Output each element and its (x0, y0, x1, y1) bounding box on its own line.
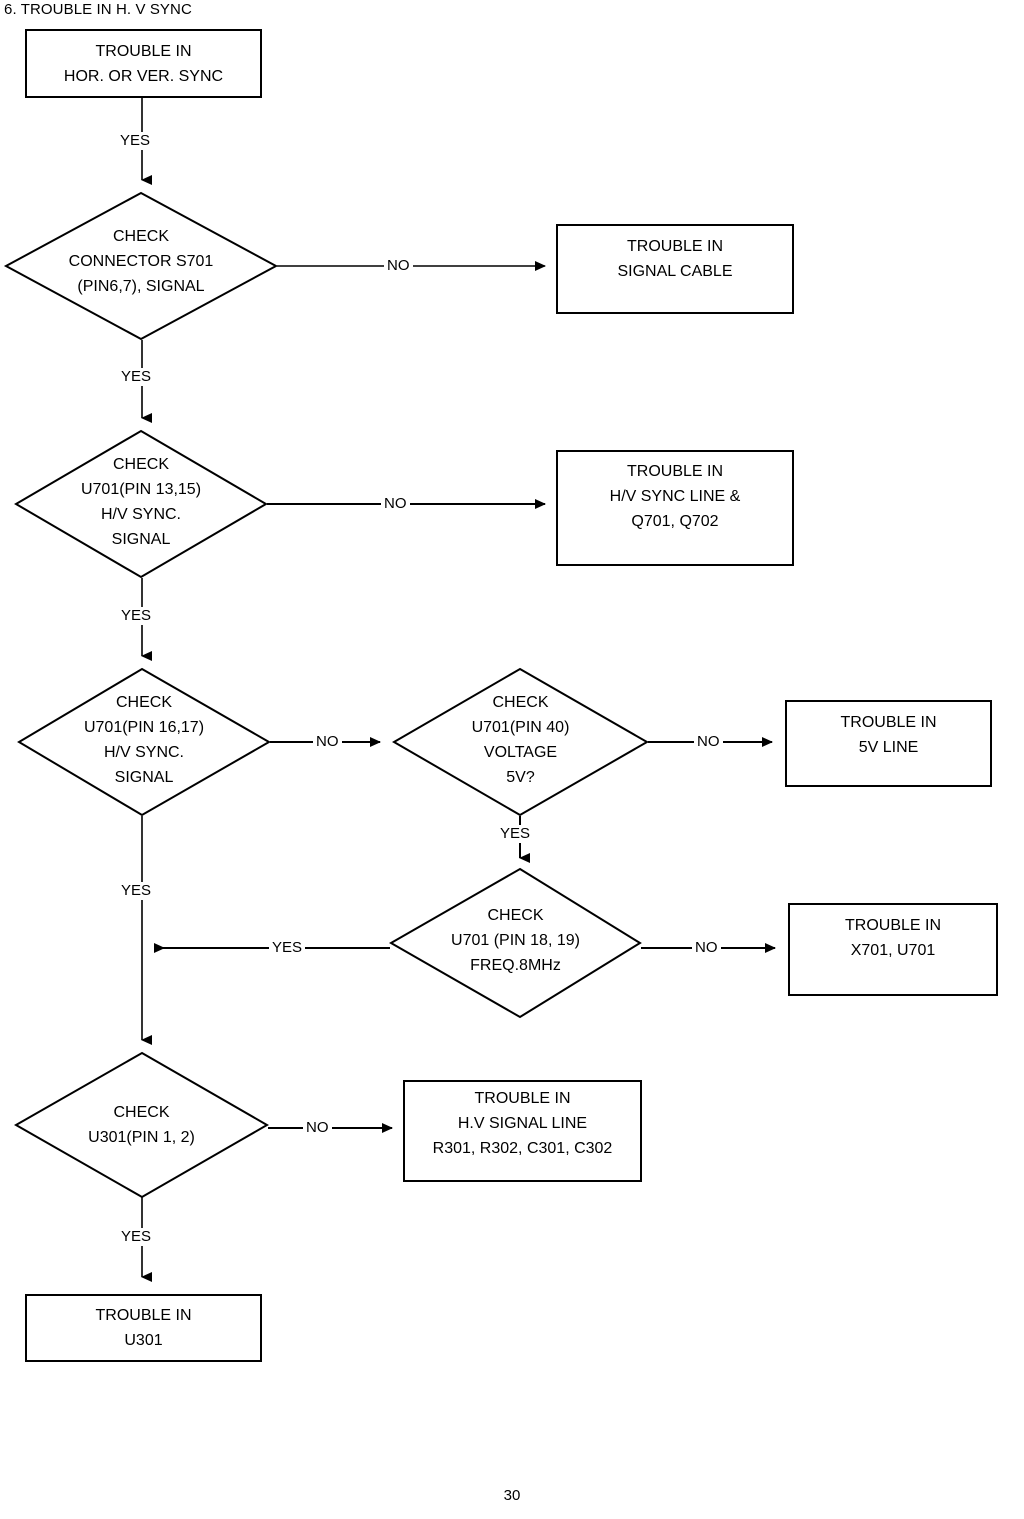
diamond-shape (13, 1051, 270, 1199)
edge-label-yes: YES (117, 132, 154, 150)
node-line: TROUBLE IN (95, 1307, 192, 1324)
node-line: TROUBLE IN (626, 463, 723, 480)
node-line: CHECK (487, 907, 544, 924)
edge-label-no: NO (313, 733, 342, 751)
node-line: U301 (124, 1332, 163, 1349)
node-line: TROUBLE IN (840, 714, 937, 731)
edge-label-yes: YES (118, 1228, 155, 1246)
node-line: TROUBLE IN (474, 1090, 571, 1107)
node-check-u701-pin-18-19-freq: CHECK U701 (PIN 18, 19) FREQ.8MHz (388, 867, 642, 1019)
node-line: X701, U701 (850, 942, 936, 959)
node-line: (PIN6,7), SIGNAL (77, 278, 205, 295)
page-title: 6. TROUBLE IN H. V SYNC (4, 1, 192, 18)
edge-label-no: NO (384, 257, 413, 275)
edge-label-yes: YES (118, 882, 155, 900)
node-check-u701-pin-16-17: CHECK U701(PIN 16,17) H/V SYNC. SIGNAL (17, 667, 272, 817)
node-line: TROUBLE IN (95, 42, 192, 60)
edge-label-yes: YES (118, 368, 155, 386)
node-line: VOLTAGE (483, 744, 558, 761)
node-line: U701 (PIN 18, 19) (451, 932, 580, 949)
node-trouble-u301: TROUBLE IN U301 (25, 1294, 262, 1362)
edge-label-yes: YES (118, 607, 155, 625)
node-line: 5V? (506, 769, 535, 786)
diamond-shape (388, 867, 642, 1019)
node-line: CHECK (113, 1104, 170, 1121)
diamond-shape (3, 191, 279, 341)
edge-label-yes: YES (497, 825, 534, 843)
edge-label-no: NO (694, 733, 723, 751)
node-line: Q701, Q702 (631, 513, 719, 530)
node-line: CHECK (112, 456, 169, 473)
node-line: 5V LINE (858, 739, 919, 756)
diamond-shape (14, 429, 268, 579)
node-line: H/V SYNC. (103, 744, 184, 761)
node-trouble-x701-u701: TROUBLE IN X701, U701 (788, 903, 998, 996)
node-line: HOR. OR VER. SYNC (63, 67, 224, 85)
node-line: CHECK (492, 694, 549, 711)
edge-label-no: NO (381, 495, 410, 513)
node-check-u301-pin-1-2: CHECK U301(PIN 1, 2) (13, 1051, 270, 1199)
edge-label-no: NO (692, 939, 721, 957)
node-line: H/V SYNC LINE & (609, 488, 741, 505)
edge-label-no: NO (303, 1119, 332, 1137)
diamond-shape (392, 667, 650, 817)
node-check-connector-s701: CHECK CONNECTOR S701 (PIN6,7), SIGNAL (3, 191, 279, 341)
node-line: H.V SIGNAL LINE (457, 1115, 588, 1132)
node-line: U701(PIN 40) (471, 719, 570, 736)
node-trouble-5v-line: TROUBLE IN 5V LINE (785, 700, 992, 787)
node-line: CHECK (112, 228, 169, 245)
node-line: SIGNAL (111, 531, 171, 548)
node-line: TROUBLE IN (626, 238, 723, 255)
node-trouble-signal-cable: TROUBLE IN SIGNAL CABLE (556, 224, 794, 314)
node-trouble-hv-sync-line: TROUBLE IN H/V SYNC LINE & Q701, Q702 (556, 450, 794, 566)
node-line: SIGNAL (114, 769, 174, 786)
node-line: CONNECTOR S701 (68, 253, 214, 270)
edge-label-yes: YES (269, 939, 306, 957)
node-check-u701-pin-40-voltage: CHECK U701(PIN 40) VOLTAGE 5V? (392, 667, 650, 817)
node-line: TROUBLE IN (844, 917, 941, 934)
node-line: R301, R302, C301, C302 (432, 1140, 613, 1157)
diamond-shape (17, 667, 272, 817)
node-line: CHECK (115, 694, 172, 711)
page-number: 30 (503, 1487, 521, 1504)
node-line: U701(PIN 13,15) (80, 481, 202, 498)
node-line: FREQ.8MHz (470, 957, 561, 974)
node-trouble-hv-signal-line: TROUBLE IN H.V SIGNAL LINE R301, R302, C… (403, 1080, 642, 1182)
node-line: U301(PIN 1, 2) (88, 1129, 195, 1146)
node-line: U701(PIN 16,17) (83, 719, 205, 736)
node-line: SIGNAL CABLE (617, 263, 733, 280)
node-trouble-hor-ver-sync: TROUBLE IN HOR. OR VER. SYNC (25, 29, 262, 98)
node-line: H/V SYNC. (100, 506, 181, 523)
node-check-u701-pin-13-15: CHECK U701(PIN 13,15) H/V SYNC. SIGNAL (14, 429, 268, 579)
